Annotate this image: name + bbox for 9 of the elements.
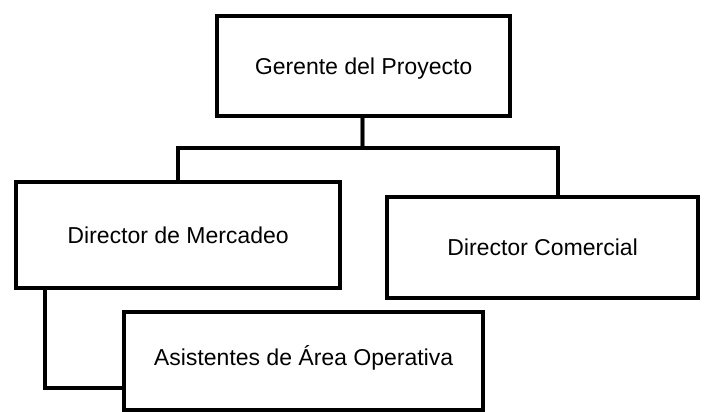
org-box [14, 180, 342, 290]
org-box [215, 14, 512, 118]
role-title: Gerente del Proyecto [254, 52, 472, 80]
role-title: Asistentes de Área Operativa [154, 344, 454, 370]
role-title: Director de Mercadeo [67, 222, 289, 248]
org-box [385, 195, 700, 300]
role-title: Director Comercial [447, 234, 638, 261]
org-box [122, 310, 485, 412]
connector-line [43, 290, 122, 390]
